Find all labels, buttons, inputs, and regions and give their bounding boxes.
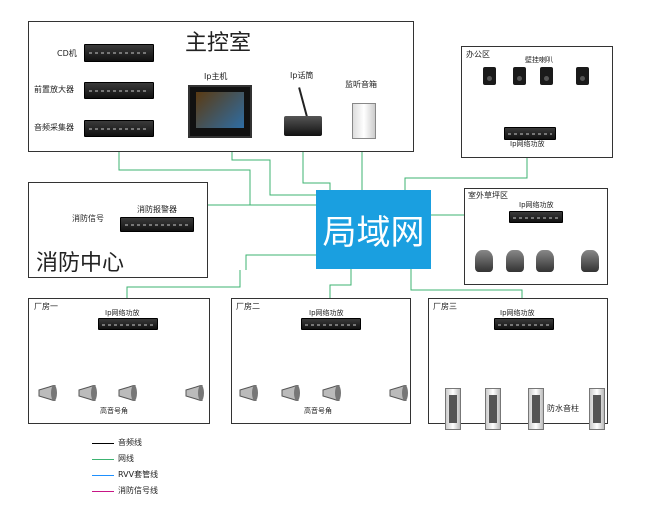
- lawn-speaker: [581, 250, 599, 272]
- factory-3-title: 厂房三: [433, 302, 457, 311]
- horn-speaker: [118, 385, 137, 401]
- horn-speaker: [38, 385, 57, 401]
- legend-swatch-audio: [92, 443, 114, 444]
- legend: 音频线 网线 RVV套管线 消防信号线: [92, 438, 212, 502]
- waterproof-column-speaker: [528, 388, 544, 430]
- horn-speaker: [322, 385, 341, 401]
- factory-3-speakers-label: 防水音柱: [547, 404, 579, 413]
- legend-label-network: 网线: [118, 454, 134, 463]
- waterproof-column-speaker: [589, 388, 605, 430]
- factory-2-amp: [301, 318, 361, 330]
- lawn-speaker: [536, 250, 554, 272]
- legend-swatch-fire: [92, 491, 114, 492]
- lawn-speaker: [475, 250, 493, 272]
- lawn-title: 室外草坪区: [468, 191, 508, 200]
- factory-2-title: 厂房二: [236, 302, 260, 311]
- main-room-title: 主控室: [185, 31, 252, 56]
- fire-alarm-device: [120, 217, 194, 232]
- factory-2-amp-label: Ip网络功放: [309, 309, 344, 317]
- factory-1-title: 厂房一: [34, 302, 58, 311]
- ip-host-screen: [196, 92, 244, 128]
- horn-speaker: [239, 385, 258, 401]
- lawn-amp-label: Ip网络功放: [519, 201, 554, 209]
- ip-mic-label: Ip话筒: [290, 71, 314, 80]
- factory-3-amp-label: Ip网络功放: [500, 309, 535, 317]
- preamp-label: 前置放大器: [34, 85, 74, 94]
- collector-device: [84, 120, 154, 137]
- wall-speaker: [576, 67, 589, 85]
- ip-host-device: [188, 85, 252, 138]
- lawn-amp: [509, 211, 563, 223]
- legend-swatch-rvv: [92, 475, 114, 476]
- horn-speaker: [78, 385, 97, 401]
- office-speakers-label: 壁挂喇叭: [525, 56, 553, 64]
- wall-speaker: [513, 67, 526, 85]
- legend-label-rvv: RVV套管线: [118, 470, 159, 479]
- waterproof-column-speaker: [485, 388, 501, 430]
- legend-label-fire: 消防信号线: [118, 486, 158, 495]
- fire-alarm-label: 消防报警器: [137, 205, 177, 214]
- office-amp: [504, 127, 556, 140]
- factory-1-speakers-label: 高音号角: [100, 407, 128, 415]
- fire-signal-label: 消防信号: [72, 214, 104, 223]
- cd-player: [84, 44, 154, 62]
- factory-2-speakers-label: 高音号角: [304, 407, 332, 415]
- ip-host-label: Ip主机: [204, 72, 228, 81]
- monitor-speaker: [352, 103, 376, 139]
- factory-1-amp-label: Ip网络功放: [105, 309, 140, 317]
- wall-speaker: [483, 67, 496, 85]
- horn-speaker: [281, 385, 300, 401]
- horn-speaker: [185, 385, 204, 401]
- lawn-speaker: [506, 250, 524, 272]
- legend-label-audio: 音频线: [118, 438, 142, 447]
- office-title: 办公区: [466, 50, 490, 59]
- factory-3-amp: [494, 318, 554, 330]
- waterproof-column-speaker: [445, 388, 461, 430]
- ip-mic-device: [284, 116, 322, 136]
- lan-hub: 局域网: [316, 190, 431, 269]
- cd-label: CD机: [57, 49, 77, 58]
- legend-swatch-network: [92, 459, 114, 460]
- factory-1-amp: [98, 318, 158, 330]
- wall-speaker: [540, 67, 553, 85]
- horn-speaker: [389, 385, 408, 401]
- fire-center-title: 消防中心: [36, 251, 125, 276]
- collector-label: 音频采集器: [34, 123, 74, 132]
- preamp-device: [84, 82, 154, 99]
- office-amp-label: Ip网络功放: [510, 140, 545, 148]
- monitor-label: 监听音箱: [345, 80, 377, 89]
